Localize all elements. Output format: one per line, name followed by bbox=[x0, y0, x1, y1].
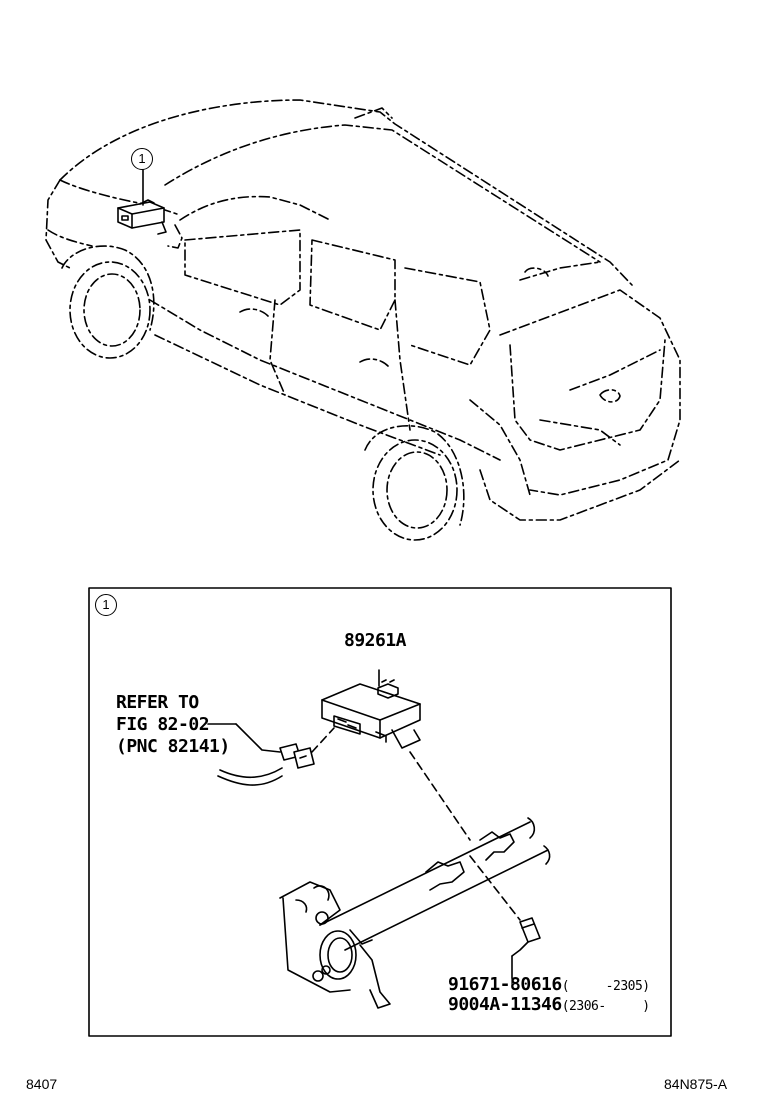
connection-lines bbox=[311, 727, 521, 921]
vehicle-outline bbox=[45, 99, 681, 541]
bolt-date-range-1: ( -2305) bbox=[561, 979, 650, 994]
detail-marker: 1 bbox=[95, 594, 117, 616]
part-number-main: 89261A bbox=[344, 630, 407, 651]
callout-marker: 1 bbox=[131, 148, 153, 170]
refer-line-1: REFER TO bbox=[116, 692, 199, 713]
ecu-module bbox=[321, 669, 421, 749]
footer-code-right: 84N875-A bbox=[664, 1076, 728, 1092]
refer-line-3: (PNC 82141) bbox=[116, 736, 230, 757]
footer-code-left: 8407 bbox=[26, 1076, 58, 1092]
wire-harness-connector bbox=[207, 723, 315, 786]
refer-block: REFER TO FIG 82-02 (PNC 82141) bbox=[116, 692, 230, 758]
bolt-part-number-2: 9004A-11346 bbox=[448, 994, 562, 1015]
bolt-icon bbox=[511, 917, 541, 979]
bolt-part-row-1: 91671-80616( -2305) bbox=[448, 974, 650, 998]
bolt-date-range-2: (2306- ) bbox=[561, 999, 650, 1014]
bolt-part-row-2: 9004A-11346(2306- ) bbox=[448, 994, 650, 1018]
detail-frame bbox=[88, 587, 672, 1037]
refer-line-2: FIG 82-02 bbox=[116, 714, 210, 735]
mounting-bracket bbox=[279, 817, 551, 1009]
bolt-part-number-1: 91671-80616 bbox=[448, 974, 562, 995]
car-component-icon bbox=[117, 199, 167, 235]
